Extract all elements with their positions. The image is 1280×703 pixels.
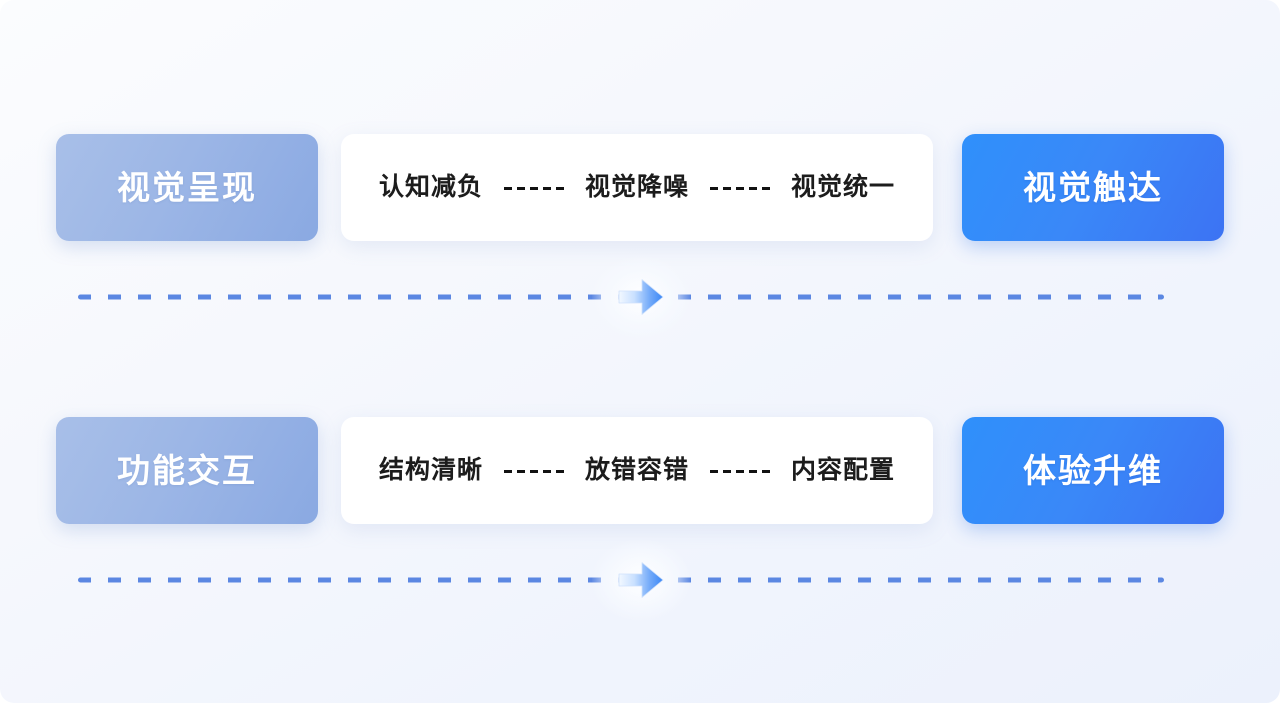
flow-steps-card-1: 认知减负 视觉降噪 视觉统一 xyxy=(341,134,933,241)
flow-step-2-3: 内容配置 xyxy=(791,456,896,484)
step-separator-dashes-icon xyxy=(710,468,770,473)
flow-input-label-1: 视觉呈现 xyxy=(117,169,257,206)
flow-step-2-2: 放错容错 xyxy=(584,456,689,484)
flow-arrow-2 xyxy=(592,539,690,621)
flow-input-label-2: 功能交互 xyxy=(117,452,257,489)
flow-output-label-2: 体验升维 xyxy=(1023,452,1163,489)
flow-output-label-1: 视觉触达 xyxy=(1023,169,1163,206)
step-separator-dashes-icon xyxy=(710,185,770,190)
flow-steps-card-2: 结构清晰 放错容错 内容配置 xyxy=(341,417,933,524)
flow-input-pill-1[interactable]: 视觉呈现 xyxy=(56,134,318,241)
flow-connector-2 xyxy=(78,539,1164,621)
flow-steps-list-2: 结构清晰 放错容错 内容配置 xyxy=(379,458,895,483)
flow-step-1-1: 认知减负 xyxy=(378,173,483,201)
arrow-right-icon xyxy=(618,562,664,598)
flow-output-pill-2[interactable]: 体验升维 xyxy=(962,417,1224,524)
flow-step-2-1: 结构清晰 xyxy=(378,456,483,484)
flow-steps-list-1: 认知减负 视觉降噪 视觉统一 xyxy=(379,175,895,200)
flow-step-1-2: 视觉降噪 xyxy=(584,173,689,201)
arrow-right-icon xyxy=(618,279,664,315)
flow-output-pill-1[interactable]: 视觉触达 xyxy=(962,134,1224,241)
flow-arrow-1 xyxy=(592,256,690,338)
step-separator-dashes-icon xyxy=(503,468,564,473)
flow-row-1: 视觉呈现 认知减负 视觉降噪 视觉统一 视觉触达 xyxy=(56,134,1224,241)
flow-connector-1 xyxy=(78,256,1164,338)
step-separator-dashes-icon xyxy=(503,185,564,190)
flow-input-pill-2[interactable]: 功能交互 xyxy=(56,417,318,524)
flow-row-2: 功能交互 结构清晰 放错容错 内容配置 体验升维 xyxy=(56,417,1224,524)
flow-step-1-3: 视觉统一 xyxy=(791,173,896,201)
